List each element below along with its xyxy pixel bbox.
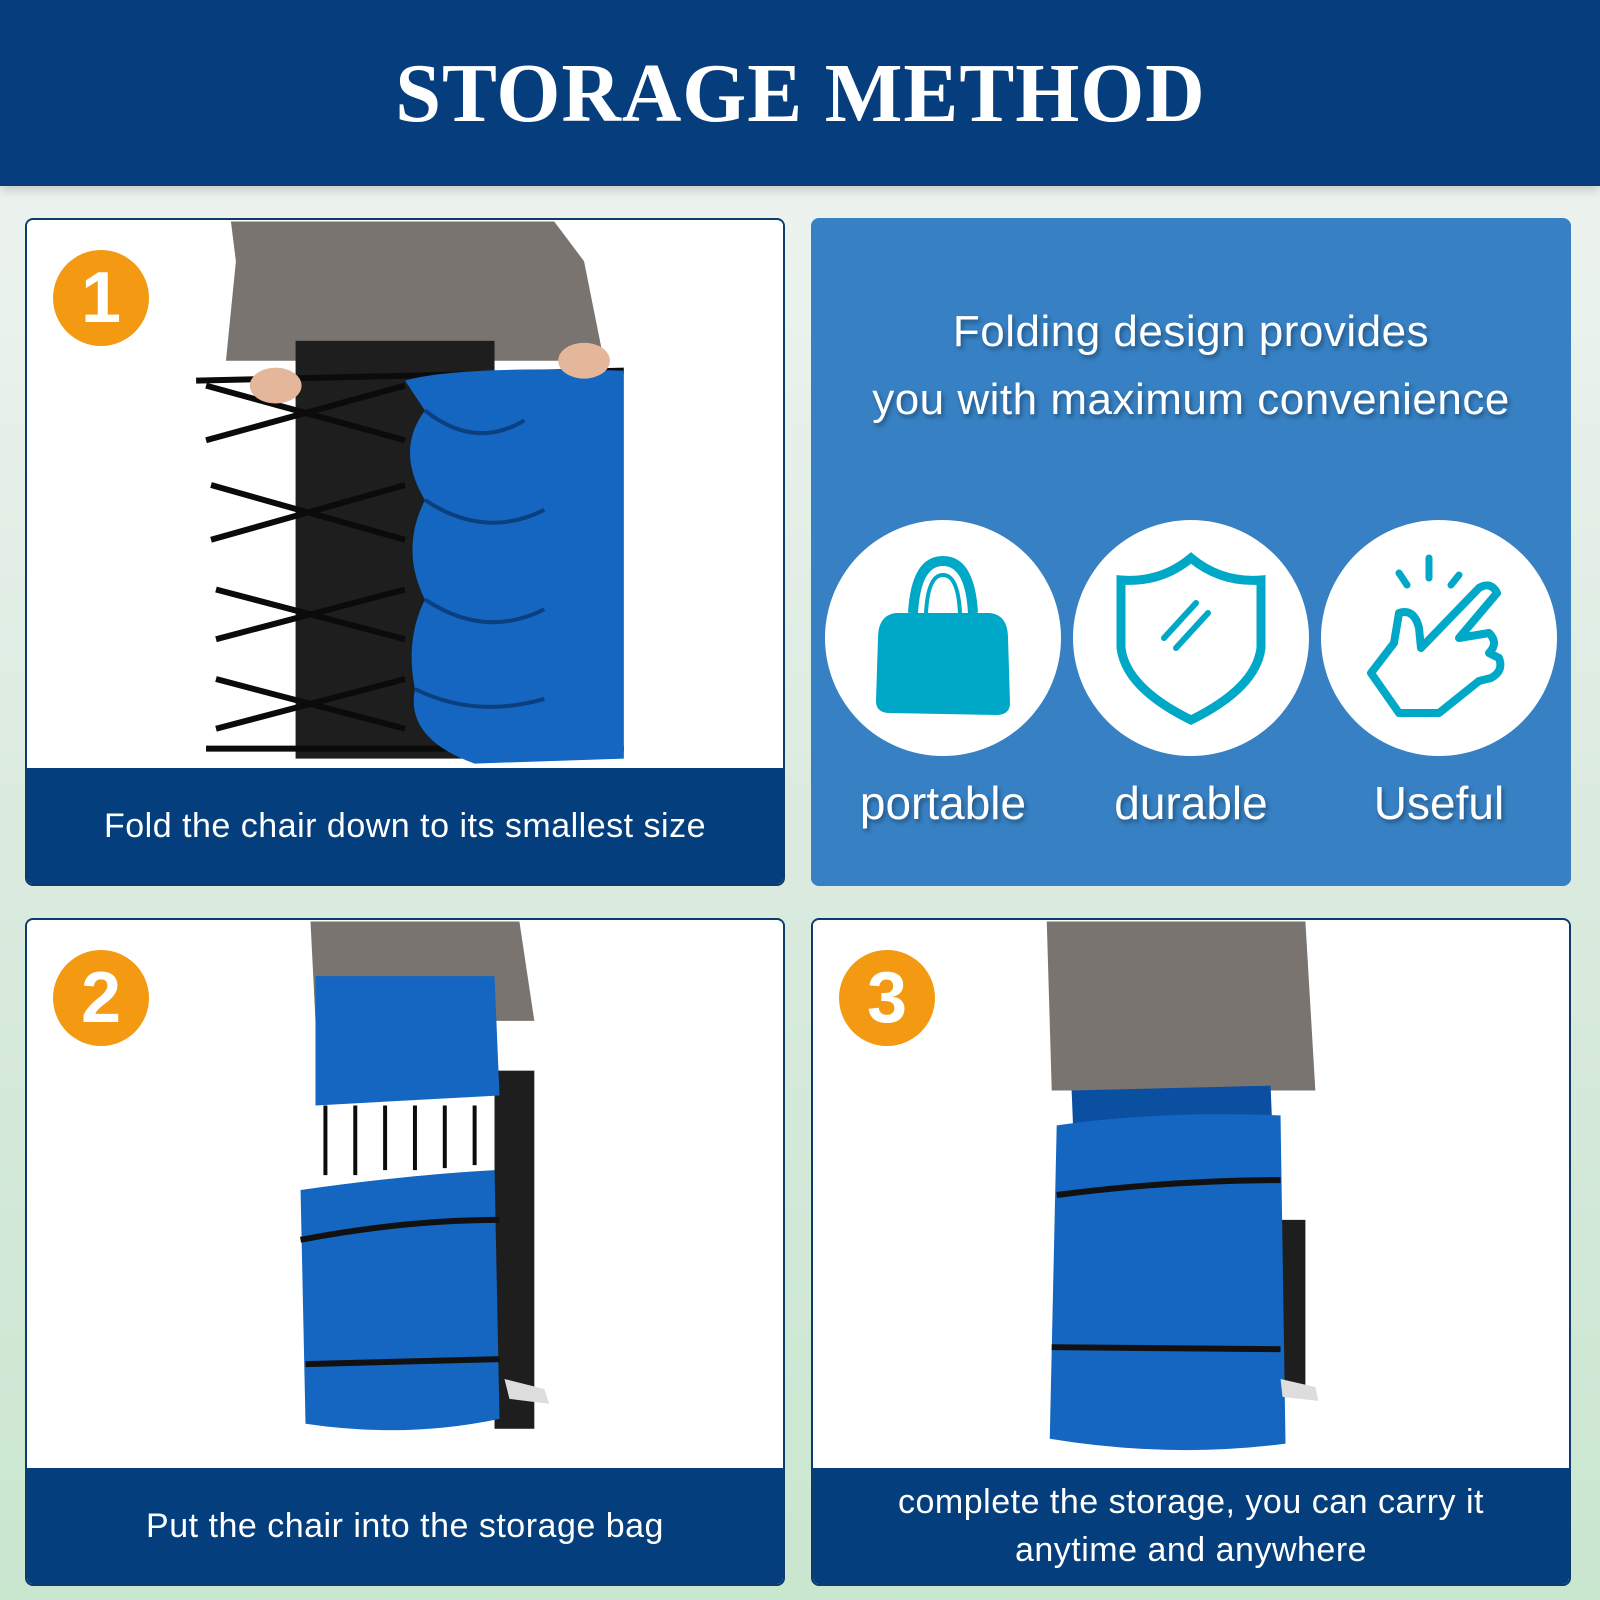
feature-label-portable: portable: [859, 777, 1027, 829]
feature-portable: portable: [825, 520, 1061, 830]
finger-snap-icon: [1367, 554, 1505, 717]
feature-panel: Folding design provides you with maximum…: [811, 218, 1571, 886]
step-3-panel: 3 complete the storage, you can carry it…: [811, 918, 1571, 1586]
handbag-icon: [876, 555, 1010, 715]
step-2-panel: 2 Put the chair into the storage bag: [25, 918, 785, 1586]
feature-label-durable: durable: [1114, 777, 1268, 829]
feature-circle: [1073, 520, 1309, 756]
feature-circle: [825, 520, 1061, 756]
step-2-badge: 2: [53, 950, 149, 1046]
features-row: portable durable Useful: [811, 520, 1571, 830]
folded-chair-photo: [27, 221, 783, 769]
step-1-caption: Fold the chair down to its smallest size: [27, 768, 783, 884]
step-3-caption: complete the storage, you can carry it a…: [813, 1468, 1569, 1584]
step-1-panel: 1 Fold the chair down to its smallest si…: [25, 218, 785, 886]
step-3-badge: 3: [839, 950, 935, 1046]
step-1-badge: 1: [53, 250, 149, 346]
stored-chair-bag-photo: [813, 921, 1569, 1469]
feature-circle: [1321, 520, 1557, 756]
header-banner: STORAGE METHOD: [0, 0, 1600, 186]
feature-useful: Useful: [1321, 520, 1557, 830]
feature-title-line-1: Folding design provides: [952, 307, 1430, 356]
step-2-caption: Put the chair into the storage bag: [27, 1468, 783, 1584]
feature-durable: durable: [1073, 520, 1309, 830]
shield-icon: [1116, 552, 1266, 726]
feature-title: Folding design provides you with maximum…: [811, 298, 1571, 434]
chair-into-bag-photo: [27, 921, 783, 1469]
feature-title-line-2: you with maximum convenience: [872, 375, 1510, 424]
page-title: STORAGE METHOD: [394, 46, 1206, 140]
feature-label-useful: Useful: [1373, 777, 1505, 829]
